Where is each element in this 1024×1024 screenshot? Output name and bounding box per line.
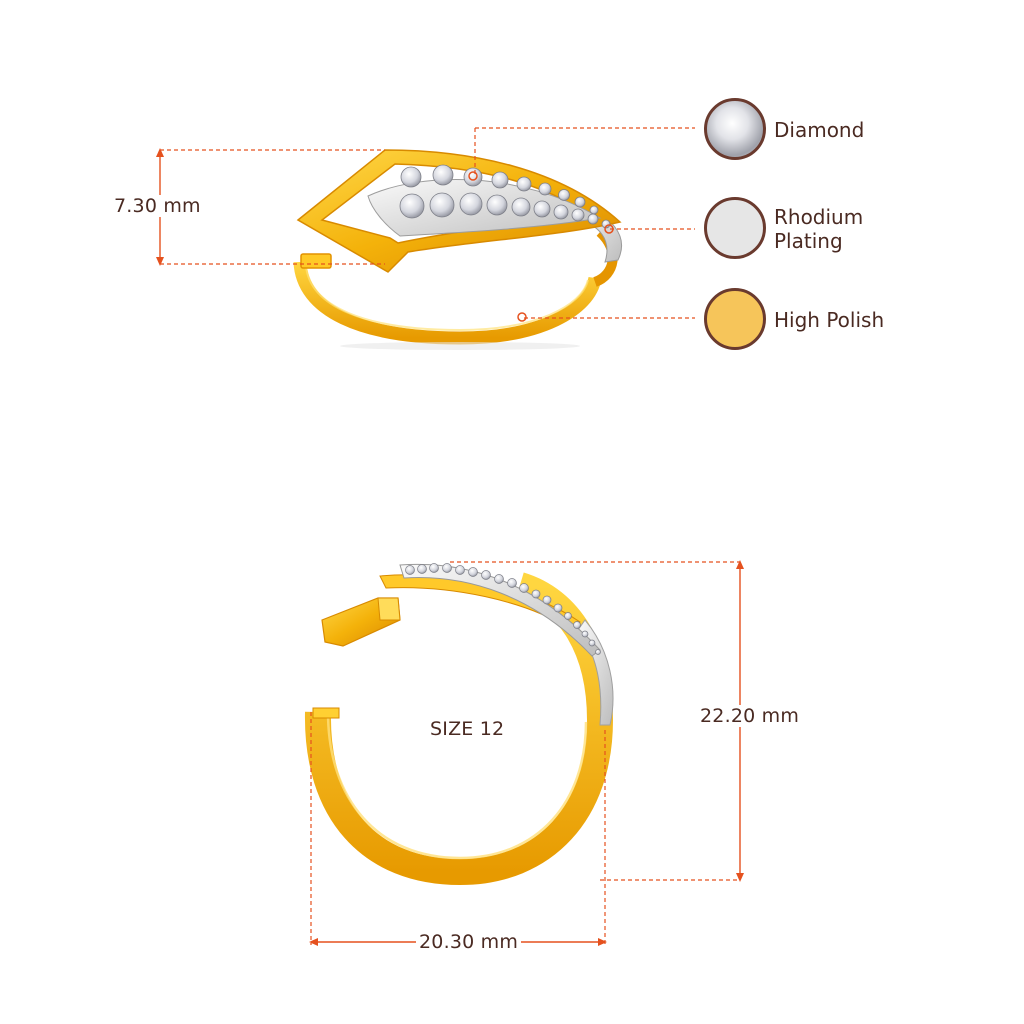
legend-rhodium-label: Rhodium Plating [774,205,863,253]
ring-bottom-tab [312,707,340,719]
ring-side-view [304,563,614,886]
ring-band-lower [293,261,602,345]
height-top-label: 7.30 mm [114,195,201,217]
legend-rhodium-line1: Rhodium [774,205,864,229]
rhodium-swatch-icon [704,197,766,259]
width-side-label: 20.30 mm [416,931,522,953]
legend-high-polish-label: High Polish [774,308,885,332]
ring-top-view [293,149,623,350]
diamond-stones-top [399,164,611,229]
legend-diamond-label: Diamond [774,118,865,142]
dimension-lines-side [310,561,740,945]
legend-rhodium-line2: Plating [774,229,843,253]
leader-lines [160,127,695,319]
ring-band-end [300,253,332,269]
diamond-stones-side [405,563,601,655]
height-side-label: 22.20 mm [700,705,800,727]
high-polish-swatch-icon [704,288,766,350]
diamond-swatch-icon [704,98,766,160]
ring-size-label: SIZE 12 [430,718,505,740]
